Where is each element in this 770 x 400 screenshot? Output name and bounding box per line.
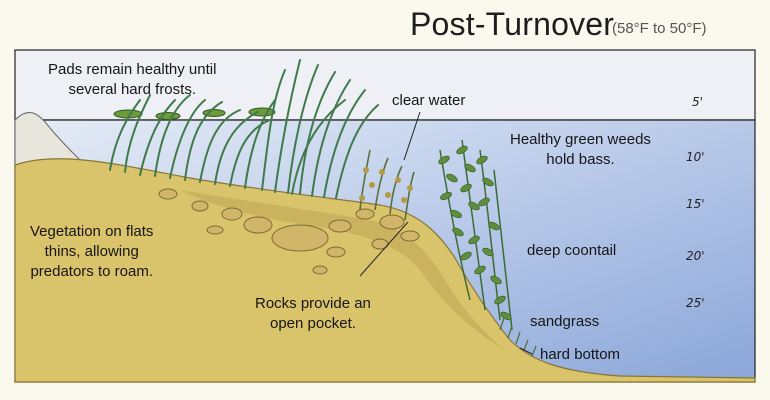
label-clear-water: clear water	[392, 92, 466, 109]
depth-mark-10: 10'	[686, 150, 705, 164]
label-hard-bottom: hard bottom	[540, 346, 621, 363]
coontail-leaves	[438, 145, 512, 321]
depth-mark-20: 20'	[686, 249, 705, 263]
depth-mark-15: 15'	[686, 197, 705, 211]
depth-mark-25: 25'	[686, 296, 705, 310]
label-rocks: Rocks provide an open pocket.	[255, 294, 371, 334]
sparse-weeds	[359, 149, 415, 221]
sandgrass	[499, 317, 537, 357]
depth-mark-5: 5'	[692, 95, 703, 109]
air-band	[14, 49, 756, 121]
rocks-pointer	[359, 221, 409, 277]
label-sandgrass: sandgrass	[530, 313, 600, 330]
sparse-weed-leaves	[359, 167, 413, 203]
lakebed	[14, 158, 756, 383]
diagram-subtitle: (58°F to 50°F)	[612, 20, 707, 37]
label-healthy-weeds-line: Healthy green weeds	[510, 131, 651, 148]
label-vegetation-line: predators to roam.	[30, 263, 153, 280]
hard-bottom-pointer	[519, 347, 533, 355]
label-healthy-weeds-line: hold bass.	[546, 151, 615, 168]
label-pads-line: Pads remain healthy until	[48, 61, 217, 78]
label-deep-coontail: deep coontail	[527, 242, 617, 259]
diagram-title: Post-Turnover	[410, 6, 615, 42]
label-vegetation-line: thins, allowing	[44, 243, 139, 260]
label-pads-line: several hard frosts.	[68, 81, 196, 98]
label-rocks-line: open pocket.	[270, 315, 356, 332]
label-vegetation: Vegetation on flats thins, allowing pred…	[30, 222, 153, 282]
emergent-reeds	[109, 59, 379, 199]
clear-water-pointer	[403, 111, 421, 161]
label-vegetation-line: Vegetation on flats	[30, 223, 154, 240]
label-rocks-line: Rocks provide an	[255, 295, 371, 312]
shore-rocks	[14, 112, 82, 166]
label-pads: Pads remain healthy until several hard f…	[48, 60, 216, 100]
label-healthy-weeds: Healthy green weeds hold bass.	[510, 130, 651, 170]
slope-rocks	[158, 188, 420, 275]
